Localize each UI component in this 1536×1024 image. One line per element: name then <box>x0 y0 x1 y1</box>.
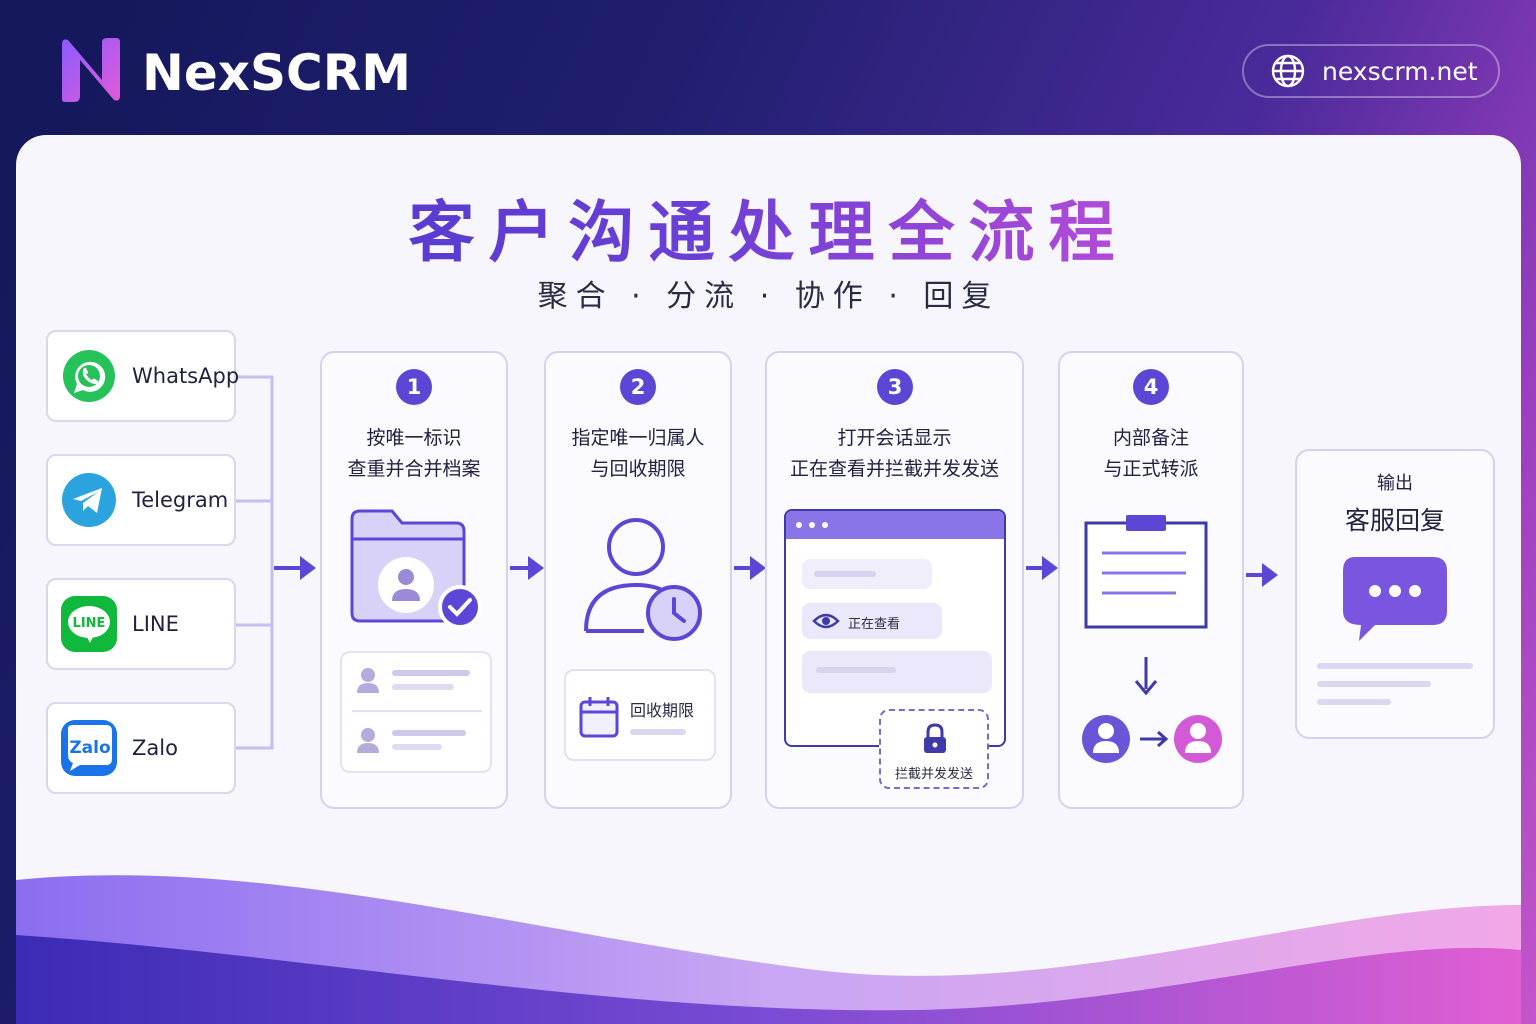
step-number: 4 <box>1133 369 1169 405</box>
telegram-icon <box>62 473 116 527</box>
owner-timer-icon <box>584 518 702 641</box>
step-2-box: 2 指定唯一归属人 与回收期限 回收期限 <box>544 351 732 809</box>
svg-text:LINE: LINE <box>73 616 106 631</box>
channel-telegram[interactable]: Telegram <box>46 454 236 546</box>
viewing-label: 正在查看 <box>848 617 901 632</box>
step-text-line2: 查重并合并档案 <box>347 458 481 480</box>
brand-name: NexSCRM <box>142 44 411 102</box>
step-text-line2: 与正式转派 <box>1103 458 1199 480</box>
line-icon: LINE <box>61 596 117 652</box>
whatsapp-icon <box>63 350 115 402</box>
output-title: 客服回复 <box>1344 506 1445 535</box>
viewing-indicator: 正在查看 <box>802 603 942 639</box>
recycle-deadline-card: 回收期限 <box>564 669 716 761</box>
step-number: 1 <box>396 369 432 405</box>
folder-merge-icon <box>350 509 482 629</box>
merged-records-card <box>340 651 492 773</box>
channel-label: Zalo <box>132 736 178 760</box>
step-text-line1: 内部备注 <box>1112 427 1189 449</box>
channel-whatsapp[interactable]: WhatsApp <box>46 330 240 422</box>
step-text-line1: 指定唯一归属人 <box>571 427 705 449</box>
bottom-wave <box>16 875 1521 1024</box>
step-number: 3 <box>877 369 913 405</box>
channel-label: Telegram <box>132 488 229 512</box>
diagram-title: 客户沟通处理全流程 <box>16 179 1521 275</box>
step-1-box: 1 按唯一标识 查重并合并档案 <box>320 351 508 809</box>
calendar-icon <box>579 697 619 738</box>
recycle-deadline-label: 回收期限 <box>630 701 695 720</box>
channel-line[interactable]: LINE LINE <box>46 578 236 670</box>
step-text-line2: 与回收期限 <box>590 458 686 480</box>
globe-icon <box>1271 54 1305 88</box>
zalo-icon: Zalo <box>61 720 117 776</box>
output-box: 输出 客服回复 <box>1295 449 1495 739</box>
step-text-line1: 打开会话显示 <box>837 427 952 449</box>
note-transfer-illustration <box>1082 515 1222 763</box>
eye-icon <box>812 613 840 629</box>
chat-bubble-icon <box>1343 557 1447 641</box>
channel-zalo[interactable]: Zalo Zalo <box>46 702 236 794</box>
svg-text:Zalo: Zalo <box>69 738 110 758</box>
diagram-card: 客户沟通处理全流程 聚合 · 分流 · 协作 · 回复 <box>16 135 1521 1024</box>
step-3-box: 3 打开会话显示 正在查看并拦截并发发送 正在查看 <box>765 351 1024 809</box>
chat-window: 正在查看 <box>784 509 1006 747</box>
nexscrm-logo <box>62 38 120 102</box>
step-4-box: 4 内部备注 与正式转派 <box>1058 351 1244 809</box>
channel-label: LINE <box>132 612 179 636</box>
diagram-subtitle: 聚合 · 分流 · 协作 · 回复 <box>537 279 1000 314</box>
website-link[interactable]: nexscrm.net <box>1242 44 1500 98</box>
blocked-label: 拦截并发发送 <box>894 767 973 782</box>
output-label: 输出 <box>1377 473 1413 494</box>
concurrent-send-blocked: 拦截并发发送 <box>879 709 989 789</box>
step-text-line2: 正在查看并拦截并发发送 <box>789 458 999 480</box>
step-text-line1: 按唯一标识 <box>366 427 462 449</box>
channel-label: WhatsApp <box>132 364 240 388</box>
lock-icon <box>924 723 946 753</box>
step-number: 2 <box>620 369 656 405</box>
website-url: nexscrm.net <box>1322 56 1478 86</box>
